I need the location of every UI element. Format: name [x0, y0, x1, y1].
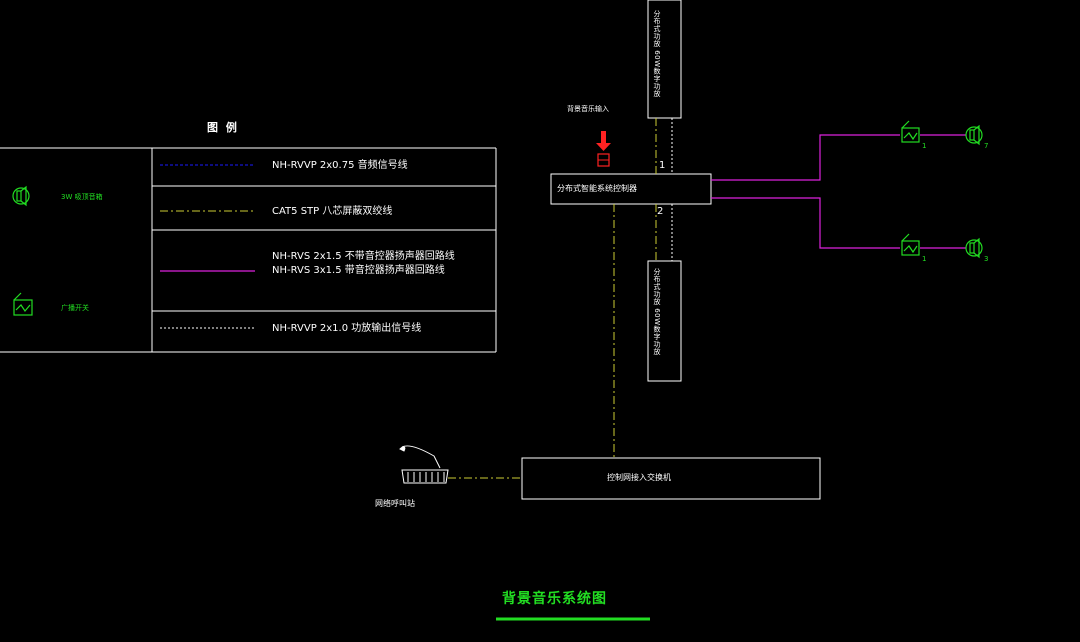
input-arrow-icon [596, 131, 611, 167]
speaker-icon [965, 124, 983, 146]
legend-table [0, 147, 497, 353]
music-input-label: 背景音乐输入 [567, 105, 609, 113]
branch-top-speaker-count: 7 [984, 142, 989, 150]
switch-label: 控制网接入交换机 [607, 473, 671, 482]
port-1-label: 1 [659, 160, 666, 171]
diagram-title: 背景音乐系统图 [502, 591, 607, 607]
legend-row-speaker-line-3core: NH-RVS 3x1.5 带音控器扬声器回路线 [272, 265, 445, 276]
branch-top-switch-number: 1 [922, 142, 927, 150]
legend-row-amp-output-line: NH-RVVP 2x1.0 功放输出信号线 [272, 323, 422, 334]
legend-switch-label: 广播开关 [61, 304, 89, 312]
controller-label: 分布式智能系统控制器 [557, 184, 637, 193]
branch-bottom-speaker-count: 3 [984, 255, 989, 263]
controller-box[interactable] [550, 173, 712, 205]
amp-top-label: 分布式功放 60W数字功放 [653, 10, 661, 98]
legend-row-speaker-line-2core: NH-RVS 2x1.5 不带音控器扬声器回路线 [272, 251, 455, 262]
legend-title: 图 例 [207, 121, 239, 134]
broadcast-switch-icon [13, 292, 33, 316]
port-2-label: 2 [657, 206, 664, 217]
amp-top-box [647, 0, 682, 119]
speaker-icon [965, 237, 983, 259]
paging-station-icon [399, 445, 449, 484]
amp-bottom-label: 分布式功放 60W数字功放 [653, 268, 661, 356]
switch-box[interactable] [521, 457, 821, 500]
legend-speaker-label: 3W 吸顶音箱 [61, 193, 103, 201]
speaker-branch-bottom [711, 197, 900, 249]
speaker-icon [12, 185, 30, 207]
speaker-branch-top [711, 134, 900, 181]
legend-row-cat5-line: CAT5 STP 八芯屏蔽双绞线 [272, 206, 393, 217]
broadcast-switch-icon [901, 120, 920, 143]
paging-station-label: 网络呼叫站 [375, 499, 415, 508]
branch-bottom-switch-number: 1 [922, 255, 927, 263]
broadcast-switch-icon [901, 233, 920, 256]
amp-bottom-box [647, 260, 682, 382]
legend-row-audio-line: NH-RVVP 2x0.75 音频信号线 [272, 160, 408, 171]
